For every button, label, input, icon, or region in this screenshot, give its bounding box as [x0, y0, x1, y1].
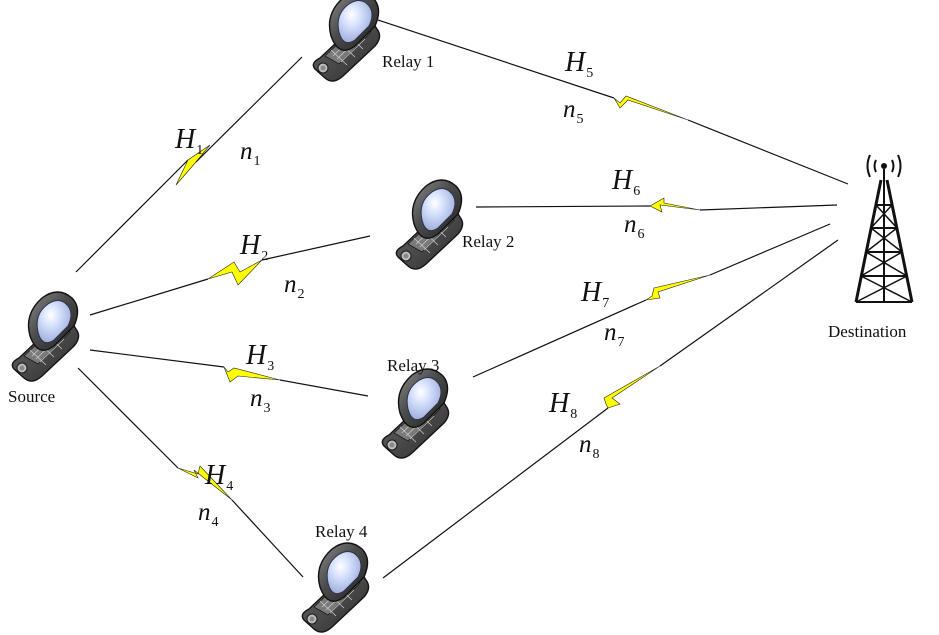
channel-label-h6: H6 — [611, 165, 640, 199]
link-relay3-destination — [472, 223, 831, 378]
channel-label-h8: H8 — [548, 388, 577, 422]
noise-label-n3: n3 — [250, 385, 271, 416]
noise-label-n7: n7 — [604, 319, 625, 350]
relay4-label: Relay 4 — [315, 522, 368, 541]
channel-label-h2: H2 — [239, 230, 268, 264]
source-label: Source — [8, 387, 55, 406]
noise-label-n2: n2 — [284, 271, 305, 302]
channel-label-h1: H1 — [174, 124, 203, 158]
link-source-relay2 — [89, 235, 371, 316]
destination-label: Destination — [828, 322, 907, 341]
link-relay4-destination — [382, 239, 839, 579]
phone-relay4 — [301, 542, 370, 633]
mobile-phone-icon — [11, 291, 80, 382]
channel-label-h4: H4 — [204, 460, 233, 494]
relay2-label: Relay 2 — [462, 232, 514, 251]
link-source-relay4 — [77, 367, 304, 578]
mobile-phone-icon — [301, 542, 370, 633]
channel-label-h5: H5 — [564, 47, 593, 81]
channel-label-h7: H7 — [580, 277, 609, 311]
link-source-relay3 — [89, 349, 369, 397]
link-relay2-destination — [475, 197, 838, 213]
channel-labels: H1 H2 H3 H4 H5 H6 H7 H8 — [174, 47, 640, 494]
mobile-phone-icon — [395, 179, 464, 270]
phone-source — [11, 291, 80, 382]
relay1-label: Relay 1 — [382, 52, 434, 71]
phone-relay3 — [381, 368, 450, 459]
mobile-phone-icon — [312, 0, 381, 82]
cell-tower-icon — [854, 154, 914, 303]
noise-label-n1: n1 — [240, 138, 261, 169]
noise-label-n5: n5 — [563, 96, 584, 127]
noise-labels: n1 n2 n3 n4 n5 n6 n7 n8 — [198, 96, 645, 530]
noise-label-n8: n8 — [579, 431, 600, 462]
link-relay1-destination — [377, 19, 849, 185]
mobile-phone-icon — [381, 368, 450, 459]
relay3-label: Relay 3 — [387, 356, 439, 375]
noise-label-n6: n6 — [624, 211, 645, 242]
link-source-relay1 — [75, 56, 303, 273]
links — [75, 19, 849, 579]
channel-label-h3: H3 — [245, 340, 274, 374]
node-labels: Source Relay 1 Relay 2 Relay 3 Relay 4 D… — [8, 52, 907, 541]
destination-tower — [854, 154, 914, 303]
noise-label-n4: n4 — [198, 499, 219, 530]
phone-relay1 — [312, 0, 381, 82]
phone-relay2 — [395, 179, 464, 270]
